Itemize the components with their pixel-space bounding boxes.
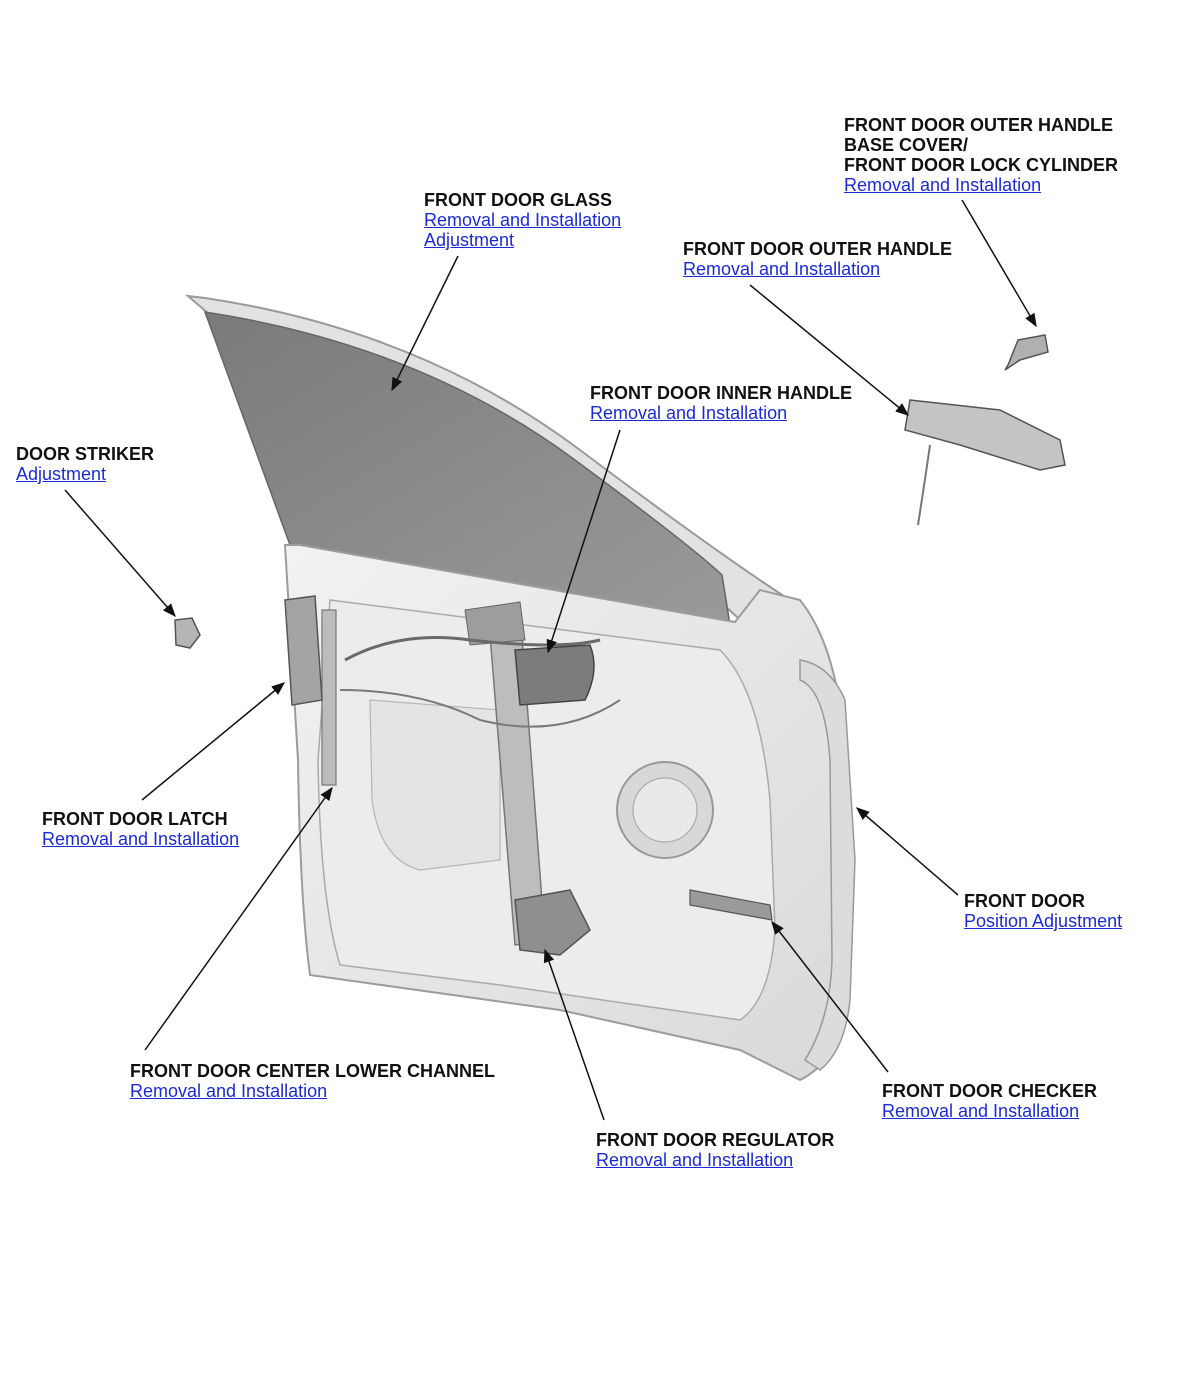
front-door-glass-shape	[203, 311, 731, 626]
callout-title-line: FRONT DOOR OUTER HANDLE	[844, 115, 1113, 135]
leader-glass	[391, 255, 459, 392]
front-door-position-adjustment-link[interactable]: Position Adjustment	[964, 911, 1123, 931]
leader-checker	[771, 920, 889, 1073]
latch-shape	[284, 595, 323, 706]
callout-title-line: FRONT DOOR LATCH	[42, 809, 228, 829]
door-striker-adjustment-link[interactable]: Adjustment	[16, 464, 107, 484]
leader-outer-handle	[749, 284, 910, 416]
center-lower-channel-removal-link[interactable]: Removal and Installation	[130, 1081, 328, 1101]
regulator-removal-link[interactable]: Removal and Installation	[596, 1150, 794, 1170]
callout-door-striker: DOOR STRIKER Adjustment	[16, 444, 154, 484]
callout-outer-handle-base-cover: FRONT DOOR OUTER HANDLE BASE COVER/ FRON…	[844, 115, 1118, 195]
callout-title-line: FRONT DOOR	[964, 891, 1085, 911]
callout-title-line: DOOR STRIKER	[16, 444, 155, 464]
callout-title-line: FRONT DOOR CHECKER	[882, 1081, 1097, 1101]
regulator-motor	[514, 889, 591, 956]
inner-handle-shape	[514, 644, 595, 706]
lock-cylinder-shape	[1004, 334, 1049, 371]
callout-inner-handle: FRONT DOOR INNER HANDLE Removal and Inst…	[590, 383, 852, 423]
callout-outer-handle: FRONT DOOR OUTER HANDLE Removal and Inst…	[683, 239, 952, 279]
outer-handle-shape	[904, 399, 1066, 471]
outer-handle-removal-link[interactable]: Removal and Installation	[683, 259, 881, 279]
callout-front-door: FRONT DOOR Position Adjustment	[964, 891, 1122, 931]
leader-inner-handle	[546, 429, 621, 654]
callout-center-lower-channel: FRONT DOOR CENTER LOWER CHANNEL Removal …	[130, 1061, 495, 1101]
callout-title-line: FRONT DOOR GLASS	[424, 190, 612, 210]
leader-regulator	[543, 948, 605, 1121]
callout-title-line: FRONT DOOR REGULATOR	[596, 1130, 835, 1150]
callout-checker: FRONT DOOR CHECKER Removal and Installat…	[882, 1081, 1097, 1121]
checker-removal-link[interactable]: Removal and Installation	[882, 1101, 1080, 1121]
callout-title-line: BASE COVER/	[844, 135, 969, 155]
checker-shape	[689, 889, 773, 921]
leader-door-striker	[64, 489, 176, 618]
leader-latch	[141, 682, 286, 801]
callout-title-line: FRONT DOOR LOCK CYLINDER	[844, 155, 1118, 175]
latch-removal-link[interactable]: Removal and Installation	[42, 829, 240, 849]
callout-regulator: FRONT DOOR REGULATOR Removal and Install…	[596, 1130, 834, 1170]
glass-adjustment-link[interactable]: Adjustment	[424, 230, 515, 250]
callout-title-line: FRONT DOOR CENTER LOWER CHANNEL	[130, 1061, 495, 1081]
leader-center-lower-channel	[144, 786, 333, 1051]
callout-title-line: FRONT DOOR OUTER HANDLE	[683, 239, 952, 259]
outer-handle-base-cover-removal-link[interactable]: Removal and Installation	[844, 175, 1042, 195]
callout-glass: FRONT DOOR GLASS Removal and Installatio…	[424, 190, 621, 250]
callout-title-line: FRONT DOOR INNER HANDLE	[590, 383, 852, 403]
glass-removal-link[interactable]: Removal and Installation	[424, 210, 622, 230]
inner-handle-removal-link[interactable]: Removal and Installation	[590, 403, 788, 423]
door-striker-shape	[174, 617, 201, 649]
door-edge	[799, 659, 856, 1071]
callout-latch: FRONT DOOR LATCH Removal and Installatio…	[42, 809, 239, 849]
leader-front-door	[855, 807, 959, 896]
center-lower-channel-shape	[321, 609, 337, 786]
leader-outer-handle-base-cover	[961, 199, 1037, 328]
